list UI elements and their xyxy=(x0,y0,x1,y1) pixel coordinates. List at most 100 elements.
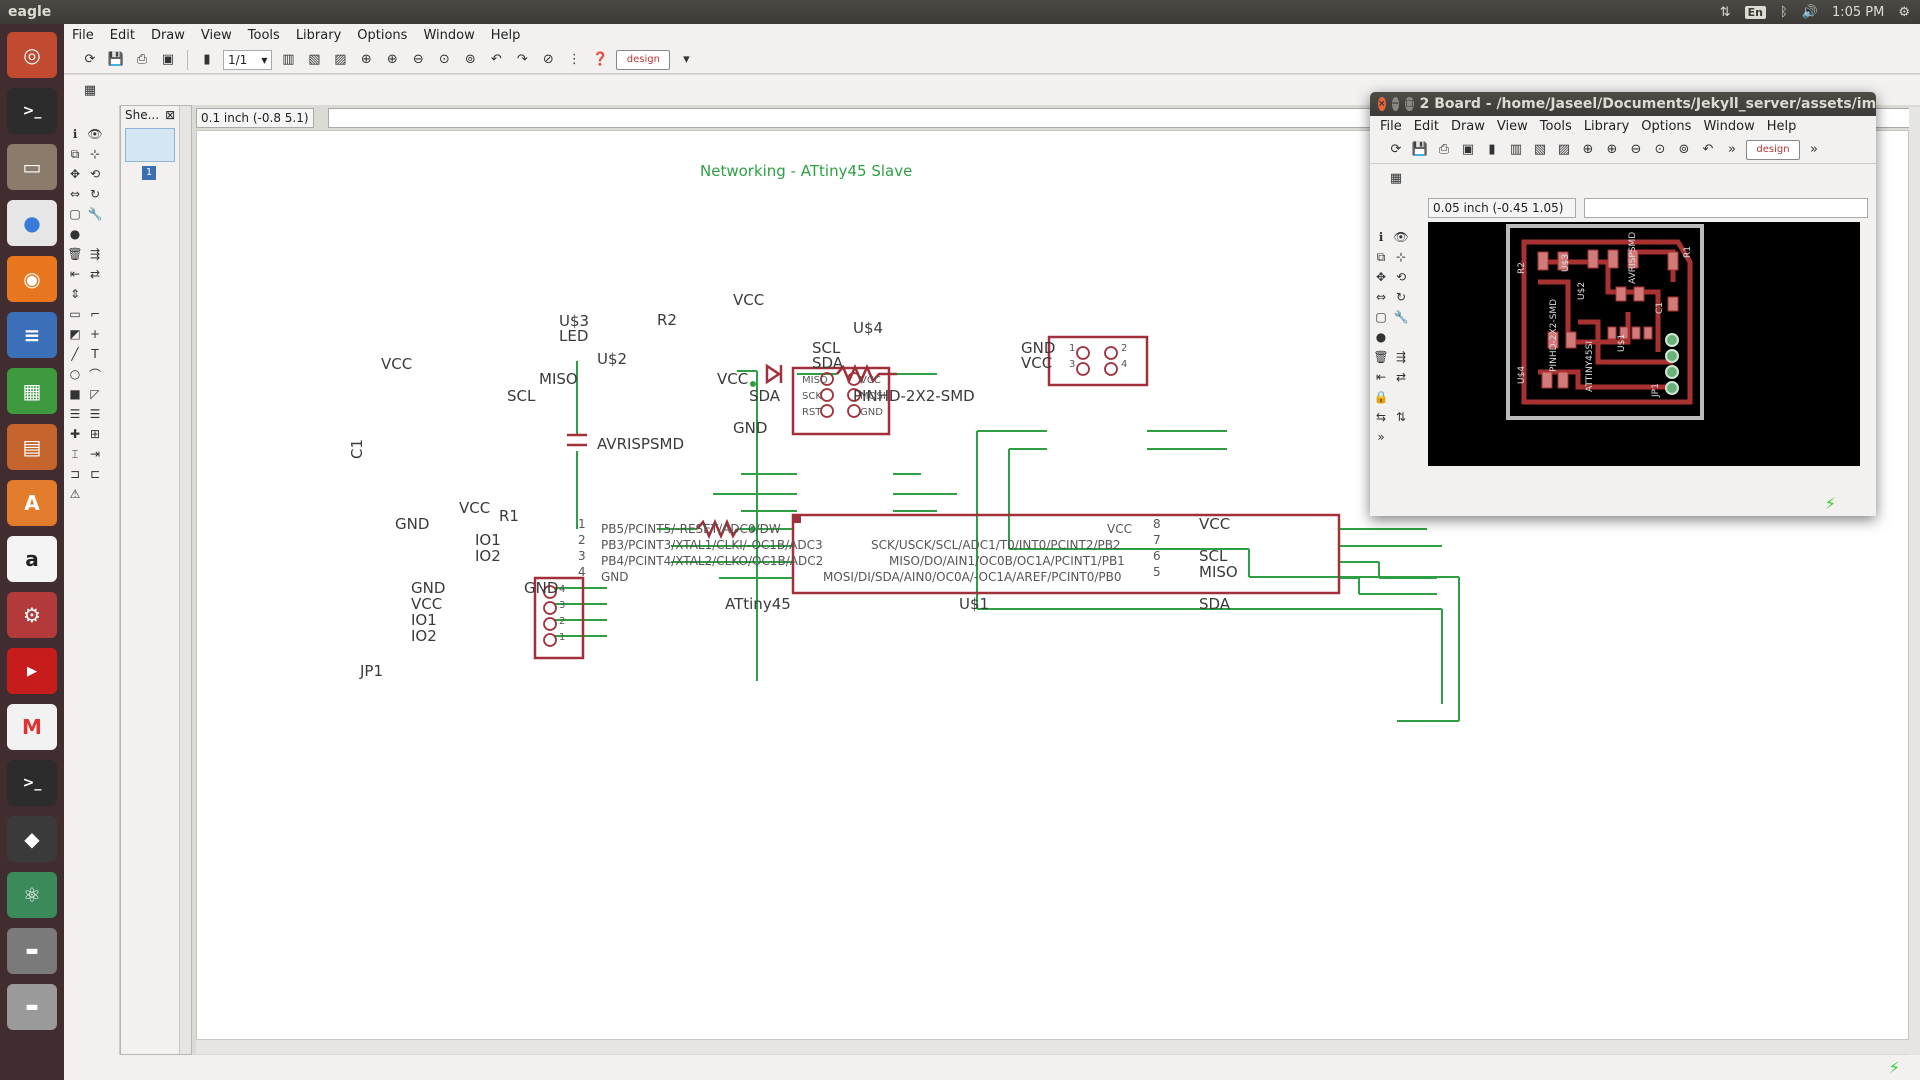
zoom-out-icon[interactable]: ⊖ xyxy=(1630,142,1642,157)
menu-tools[interactable]: Tools xyxy=(247,27,280,43)
dot-icon[interactable]: ● xyxy=(69,227,81,241)
atom-icon[interactable]: ⚛ xyxy=(7,872,57,918)
menu-options[interactable]: Options xyxy=(1641,118,1692,134)
zoom-fit-icon[interactable]: ⊕ xyxy=(360,52,372,67)
schematic-switch-icon[interactable]: ▥ xyxy=(1509,142,1523,157)
zoom-fit-icon[interactable]: ⊕ xyxy=(1582,142,1594,157)
label-icon[interactable]: ⊞ xyxy=(89,427,101,441)
gate-icon[interactable]: ⊐ xyxy=(69,467,81,481)
save-icon[interactable]: 💾 xyxy=(107,52,125,67)
menu-library[interactable]: Library xyxy=(295,27,342,43)
menu-edit[interactable]: Edit xyxy=(1413,118,1439,134)
info-icon[interactable]: ℹ xyxy=(72,127,78,141)
move-icon[interactable]: ✥ xyxy=(69,167,81,181)
circle-icon[interactable]: ○ xyxy=(69,367,81,381)
print-icon[interactable]: ⎙ xyxy=(136,52,148,67)
sheet-thumbnail[interactable] xyxy=(125,128,175,162)
settings-icon[interactable]: ⚙ xyxy=(1898,4,1910,20)
go-icon[interactable]: ⋮ xyxy=(567,52,581,67)
polygon-icon[interactable]: ◸ xyxy=(90,387,100,401)
display-icon[interactable]: ⧉ xyxy=(1376,249,1386,264)
display-icon[interactable]: ⧉ xyxy=(70,146,80,161)
zoom-select-icon[interactable]: ⊙ xyxy=(1654,142,1666,157)
stop-icon[interactable]: ⊘ xyxy=(542,52,554,67)
pinswap-icon[interactable]: ⇤ xyxy=(1375,370,1387,384)
undo-icon[interactable]: ↶ xyxy=(490,52,502,67)
ubuntu-dash-icon[interactable]: ◎ xyxy=(7,32,57,78)
software-center-icon[interactable]: A xyxy=(7,480,57,526)
jp1-body[interactable] xyxy=(533,576,585,660)
menu-window[interactable]: Window xyxy=(423,27,475,43)
sheet-scrollbar[interactable] xyxy=(179,106,191,1054)
led-body[interactable] xyxy=(765,363,782,385)
youtube-icon[interactable]: ▶ xyxy=(7,648,57,694)
menu-library[interactable]: Library xyxy=(1583,118,1630,134)
mark-icon[interactable]: ⊹ xyxy=(89,147,101,161)
ulp-icon[interactable]: ▧ xyxy=(1533,142,1547,157)
add-icon[interactable]: ⇶ xyxy=(89,247,101,261)
print-icon[interactable]: ⎙ xyxy=(1438,142,1450,157)
gmail-icon[interactable]: M xyxy=(7,704,57,750)
menu-file[interactable]: File xyxy=(1380,118,1402,134)
show-icon[interactable]: 👁 xyxy=(1393,230,1409,244)
line-icon[interactable]: ╱ xyxy=(71,347,79,361)
volume-icon[interactable]: 🔊 xyxy=(1801,4,1818,20)
cam-icon[interactable]: ▣ xyxy=(161,52,175,67)
use-icon[interactable]: ▮ xyxy=(1488,142,1496,157)
menu-tools[interactable]: Tools xyxy=(1539,118,1572,134)
open-icon[interactable]: ⟳ xyxy=(1390,142,1402,157)
value-icon[interactable] xyxy=(86,285,104,303)
delete-icon[interactable]: 🗑 xyxy=(1373,350,1389,364)
horizontal-scrollbar[interactable] xyxy=(196,1040,1909,1054)
r1-body[interactable] xyxy=(696,518,739,540)
mark-icon[interactable]: ⊹ xyxy=(1395,250,1407,264)
name-icon[interactable]: ⇆ xyxy=(1375,410,1387,424)
r2-body[interactable] xyxy=(836,363,897,385)
designlink-icon[interactable]: design xyxy=(616,49,671,70)
redo-icon[interactable]: ↷ xyxy=(516,52,528,67)
impress-icon[interactable]: ▤ xyxy=(7,424,57,470)
zoom-in-icon[interactable]: ⊕ xyxy=(386,52,398,67)
close-icon[interactable]: ⊠ xyxy=(165,108,176,122)
board-title-bar[interactable]: × − □ 2 Board - /home/Jaseel/Documents/J… xyxy=(1370,92,1876,116)
menu-draw[interactable]: Draw xyxy=(150,27,185,43)
attiny-body[interactable] xyxy=(791,513,1341,595)
name-icon[interactable]: ▭ xyxy=(69,307,81,321)
miter-icon[interactable]: ⇅ xyxy=(1395,410,1407,424)
save-icon[interactable]: 💾 xyxy=(1411,142,1429,157)
menu-view[interactable]: View xyxy=(1496,118,1528,134)
warning-icon[interactable]: ⚠ xyxy=(69,487,81,501)
add-icon[interactable]: ⇶ xyxy=(1395,350,1407,364)
menu-help[interactable]: Help xyxy=(490,27,521,43)
arc-icon[interactable]: ⌒ xyxy=(88,367,101,382)
drive-1-icon[interactable]: ▬ xyxy=(7,928,57,974)
rotate-icon[interactable]: ↻ xyxy=(1395,290,1407,304)
replace-icon[interactable]: ⇄ xyxy=(89,267,101,281)
junction-icon[interactable]: ✚ xyxy=(69,427,81,441)
keyboard-indicator[interactable]: En xyxy=(1744,5,1766,19)
menu-options[interactable]: Options xyxy=(357,27,408,43)
firefox-icon[interactable]: ◉ xyxy=(7,256,57,302)
delete-icon[interactable]: 🗑 xyxy=(67,247,83,261)
chrome-icon[interactable]: ● xyxy=(7,200,57,246)
amazon-icon[interactable]: a xyxy=(7,536,57,582)
drive-2-icon[interactable]: ▬ xyxy=(7,984,57,1030)
inkscape-icon[interactable]: ◆ xyxy=(7,816,57,862)
menu-help[interactable]: Help xyxy=(1766,118,1797,134)
script-icon[interactable]: ▨ xyxy=(1557,142,1571,157)
move-icon[interactable]: ✥ xyxy=(1375,270,1387,284)
chevron-down-icon[interactable]: ▾ xyxy=(683,52,690,67)
split-icon[interactable]: ⇕ xyxy=(69,287,81,301)
info-icon[interactable]: ℹ xyxy=(1378,230,1384,244)
group-icon[interactable]: ▢ xyxy=(1375,310,1387,324)
script-icon[interactable]: ▨ xyxy=(334,52,347,67)
system-settings-icon[interactable]: ⚙ xyxy=(7,592,57,638)
menu-edit[interactable]: Edit xyxy=(109,27,135,43)
board-window[interactable]: × − □ 2 Board - /home/Jaseel/Documents/J… xyxy=(1370,92,1876,516)
change-icon[interactable]: 🔧 xyxy=(87,207,103,221)
cam-icon[interactable]: ▣ xyxy=(1461,142,1475,157)
invoke-icon[interactable]: » xyxy=(1377,430,1385,444)
open-icon[interactable]: ⟳ xyxy=(84,52,96,67)
lightning-icon[interactable]: ⚡ xyxy=(1824,493,1836,513)
show-icon[interactable]: 👁 xyxy=(87,127,103,141)
